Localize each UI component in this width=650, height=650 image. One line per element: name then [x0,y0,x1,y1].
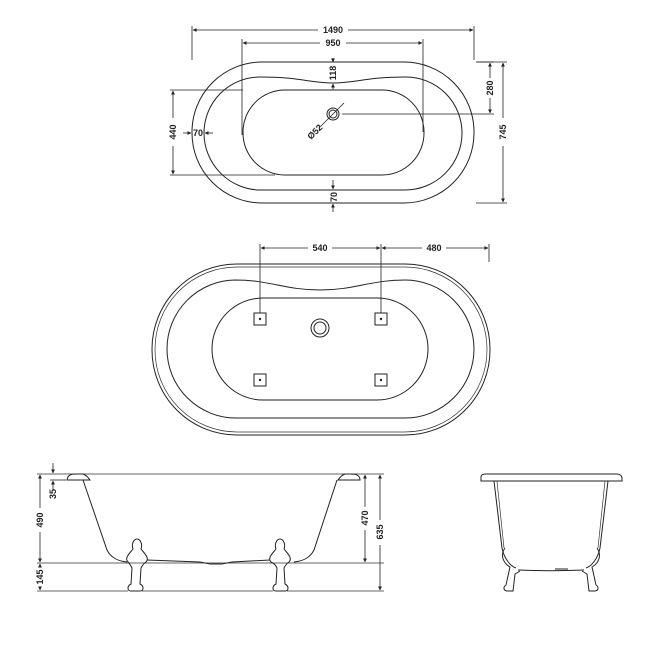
dim-overall-width: 745 [498,124,508,139]
waste-inner [328,109,338,119]
dim-rim-thickness: 35 [48,489,58,499]
foot-left [126,538,148,592]
dim-inner-depth: 470 [360,510,370,525]
basin-outline [242,89,425,176]
dim-rim-bottom-width: 70 [329,192,339,202]
rim [480,473,623,482]
front-elevation: 35 490 145 470 635 [35,463,385,592]
dim-body-height: 490 [35,512,45,527]
foot-right [581,547,600,592]
dim-foot-to-end: 480 [426,243,441,253]
dim-basin-width: 440 [168,124,178,139]
dim-basin-length: 950 [325,38,340,48]
waste-outer [326,107,340,121]
inner-rim-outline [166,279,475,419]
outer-rim-outline [151,263,491,436]
dim-leg-height: 145 [35,569,45,584]
dim-rim-top-width: 118 [328,66,338,81]
waste-outer [310,318,330,338]
plan-view: 540 480 [151,243,491,436]
rim-right [337,473,361,481]
dim-overall-height: 635 [375,524,385,539]
dim-waste-offset: 280 [485,80,495,95]
side-elevation [480,473,623,592]
top-view: 1490 950 118 Ø52 440 70 70 280 745 [168,25,508,212]
basin-outline [211,297,429,401]
waste-inner [313,321,327,335]
dim-feet-spacing: 540 [312,243,327,253]
foot-mounts [253,312,388,387]
foot-left [502,547,521,592]
dim-rim-side-width: 70 [193,128,203,138]
foot-right [269,538,291,592]
inner-rim-outline [203,76,463,191]
rim-left [66,473,91,481]
dim-overall-length: 1490 [323,25,343,35]
